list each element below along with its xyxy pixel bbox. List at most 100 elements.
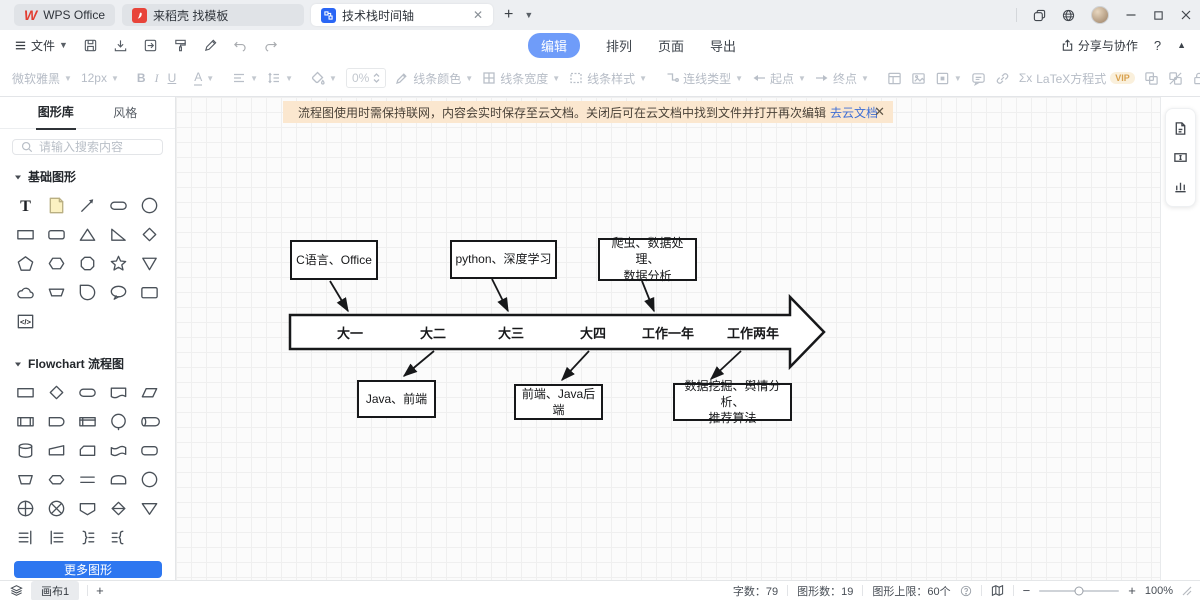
diamond-shape[interactable] bbox=[134, 220, 165, 249]
section-basic-shapes[interactable]: 基础图形 bbox=[0, 159, 175, 189]
database-shape[interactable] bbox=[10, 436, 41, 465]
underline-button[interactable]: U bbox=[167, 71, 177, 85]
octagon-shape[interactable] bbox=[72, 249, 103, 278]
list-left-shape[interactable] bbox=[10, 523, 41, 552]
new-tab-button[interactable]: + bbox=[504, 6, 514, 23]
close-tab-icon[interactable]: ✕ bbox=[472, 8, 484, 22]
pencil-icon[interactable] bbox=[203, 38, 218, 53]
alternate-process-shape[interactable] bbox=[134, 436, 165, 465]
import-icon[interactable] bbox=[143, 38, 158, 53]
timeline-label[interactable]: 工作一年 bbox=[641, 326, 694, 341]
font-size-select[interactable]: 12px▼ bbox=[80, 71, 119, 85]
merge-shape[interactable] bbox=[134, 494, 165, 523]
fill-color-button[interactable]: ▼ bbox=[311, 71, 337, 85]
canvas-tab[interactable]: 画布1 bbox=[31, 580, 80, 600]
circle-shape[interactable] bbox=[134, 191, 165, 220]
share-button[interactable]: 分享与协作 bbox=[1061, 37, 1138, 54]
tab-shape-library[interactable]: 图形库 bbox=[35, 96, 76, 130]
timeline-label[interactable]: 工作两年 bbox=[726, 326, 779, 341]
minimap-icon[interactable] bbox=[991, 584, 1004, 597]
resize-grip-icon[interactable] bbox=[1182, 586, 1192, 596]
decision-shape[interactable] bbox=[41, 378, 72, 407]
junction-shape[interactable] bbox=[10, 494, 41, 523]
timeline-label[interactable]: 大一 bbox=[336, 326, 363, 341]
right-triangle-shape[interactable] bbox=[103, 220, 134, 249]
more-shapes-button[interactable]: 更多图形 bbox=[14, 561, 162, 578]
menu-item-arrange[interactable]: 排列 bbox=[606, 38, 633, 54]
document-shape[interactable] bbox=[103, 378, 134, 407]
timeline-label[interactable]: 大二 bbox=[419, 326, 446, 341]
line-end-button[interactable]: 终点▼ bbox=[815, 70, 869, 87]
line-color-button[interactable]: 线条颜色▼ bbox=[395, 70, 473, 87]
internal-storage-shape[interactable] bbox=[72, 407, 103, 436]
section-flowchart-shapes[interactable]: Flowchart 流程图 bbox=[0, 346, 175, 376]
font-color-button[interactable]: A▼ bbox=[194, 70, 215, 86]
redo-icon[interactable] bbox=[263, 38, 278, 53]
close-banner-icon[interactable]: ✕ bbox=[874, 104, 885, 119]
zoom-slider[interactable] bbox=[1039, 586, 1120, 595]
card-shape[interactable] bbox=[72, 436, 103, 465]
connector-type-button[interactable]: 连线类型▼ bbox=[665, 70, 743, 87]
minimize-icon[interactable] bbox=[1125, 9, 1137, 21]
frame-shape[interactable] bbox=[134, 278, 165, 307]
preparation-shape[interactable] bbox=[41, 465, 72, 494]
collapse-ribbon-icon[interactable]: ▲ bbox=[1177, 40, 1186, 50]
display-shape[interactable] bbox=[72, 494, 103, 523]
cup-shape[interactable] bbox=[41, 278, 72, 307]
tab-list-chevron-icon[interactable]: ▼ bbox=[524, 10, 534, 20]
collate-shape[interactable] bbox=[103, 494, 134, 523]
globe-icon[interactable] bbox=[1062, 9, 1075, 22]
menu-item-export[interactable]: 导出 bbox=[710, 38, 737, 54]
zoom-out-button[interactable]: − bbox=[1022, 583, 1031, 598]
multi-window-icon[interactable] bbox=[1033, 9, 1046, 22]
close-window-icon[interactable] bbox=[1180, 9, 1192, 21]
circle-shape[interactable] bbox=[134, 465, 165, 494]
zoom-in-button[interactable]: + bbox=[1128, 583, 1136, 598]
menu-item-page[interactable]: 页面 bbox=[658, 38, 685, 54]
help-circle-icon[interactable] bbox=[960, 585, 972, 597]
menu-item-edit[interactable]: 编辑 bbox=[528, 32, 581, 58]
text-shape[interactable]: T bbox=[10, 191, 41, 220]
speech-bubble-shape[interactable] bbox=[103, 278, 134, 307]
line-start-button[interactable]: 起点▼ bbox=[752, 70, 806, 87]
line-spacing-button[interactable]: ▼ bbox=[267, 71, 293, 85]
maximize-icon[interactable] bbox=[1153, 10, 1164, 21]
trapezoid-shape[interactable] bbox=[10, 465, 41, 494]
page-setup-icon[interactable] bbox=[1173, 121, 1188, 136]
diagram-node[interactable]: C语言、Office bbox=[290, 240, 378, 280]
comment-button[interactable] bbox=[971, 71, 986, 86]
half-round-shape[interactable] bbox=[103, 465, 134, 494]
tab-style[interactable]: 风格 bbox=[113, 105, 138, 120]
insert-shape-button[interactable]: ▼ bbox=[935, 71, 962, 86]
terminator-shape[interactable] bbox=[72, 378, 103, 407]
stadium-shape[interactable] bbox=[103, 191, 134, 220]
arrow-shape[interactable] bbox=[72, 191, 103, 220]
font-family-select[interactable]: 微软雅黑▼ bbox=[12, 71, 72, 86]
tab-document-active[interactable]: 技术栈时间轴 ✕ bbox=[311, 4, 494, 26]
align-button[interactable]: ▼ bbox=[232, 71, 258, 85]
hyperlink-button[interactable] bbox=[995, 71, 1010, 86]
parallel-mode-shape[interactable] bbox=[72, 465, 103, 494]
cone-shape[interactable] bbox=[134, 249, 165, 278]
diagram-node[interactable]: python、深度学习 bbox=[450, 240, 557, 279]
artboard-icon[interactable] bbox=[1173, 150, 1188, 165]
layers-icon[interactable] bbox=[10, 584, 23, 597]
bold-button[interactable]: B bbox=[136, 71, 146, 85]
process-shape[interactable] bbox=[10, 378, 41, 407]
line-width-button[interactable]: 线条宽度▼ bbox=[482, 70, 560, 87]
data-shape[interactable] bbox=[134, 378, 165, 407]
lock-icon[interactable] bbox=[1192, 71, 1200, 86]
hexagon-shape[interactable] bbox=[41, 249, 72, 278]
drawing-canvas[interactable]: 流程图使用时需保持联网，内容会实时保存至云文档。关闭后可在云文档中找到文件并打开… bbox=[176, 97, 1160, 580]
ungroup-button[interactable] bbox=[1168, 71, 1183, 86]
tab-wps-home[interactable]: W WPS Office bbox=[14, 4, 116, 26]
delay-shape[interactable] bbox=[41, 407, 72, 436]
save-icon[interactable] bbox=[83, 38, 98, 53]
predefined-process-shape[interactable] bbox=[10, 407, 41, 436]
brace-list-right-shape[interactable] bbox=[103, 523, 134, 552]
pentagon-shape[interactable] bbox=[10, 249, 41, 278]
search-input[interactable] bbox=[39, 140, 149, 154]
chart-icon[interactable] bbox=[1173, 179, 1188, 194]
list-right-shape[interactable] bbox=[41, 523, 72, 552]
teardrop-shape[interactable] bbox=[72, 278, 103, 307]
